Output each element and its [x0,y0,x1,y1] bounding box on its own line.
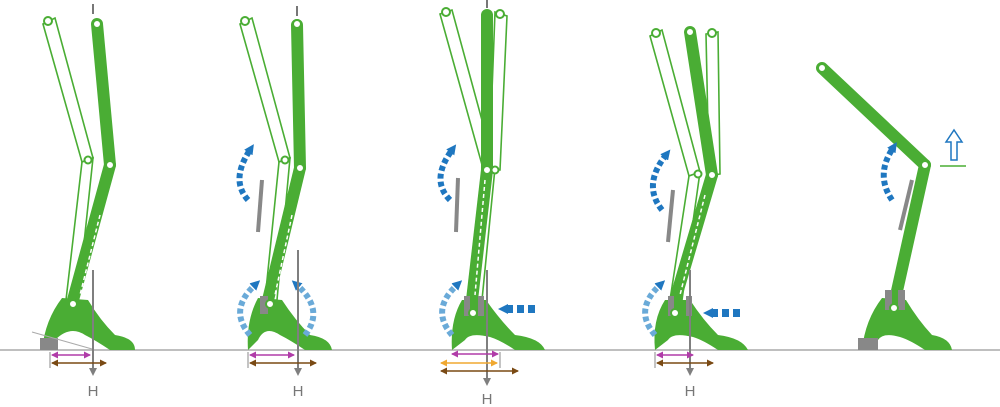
ankle-moment-arrow-right [291,280,317,337]
figure-phase-4: H [642,26,748,400]
muscle-bar [256,179,264,233]
force-label: H [88,383,99,400]
ankle-moment-arrow-left [237,280,261,337]
figure-phase-2: H [236,6,332,400]
force-label: H [482,391,493,407]
knee-moment-arrow [236,144,254,203]
figure-phase-3: H [437,0,545,407]
heel-block [40,338,58,350]
thigh [91,18,116,171]
force-label: H [293,383,304,400]
foot [247,298,332,350]
lift-up-arrow [944,128,964,161]
figure-phase-1: H [31,4,135,400]
shank [67,159,116,306]
force-label: H [685,383,696,400]
figure-phase-5 [816,62,966,350]
ghost-thigh [42,16,94,164]
foot [42,298,135,350]
foot [862,298,952,350]
